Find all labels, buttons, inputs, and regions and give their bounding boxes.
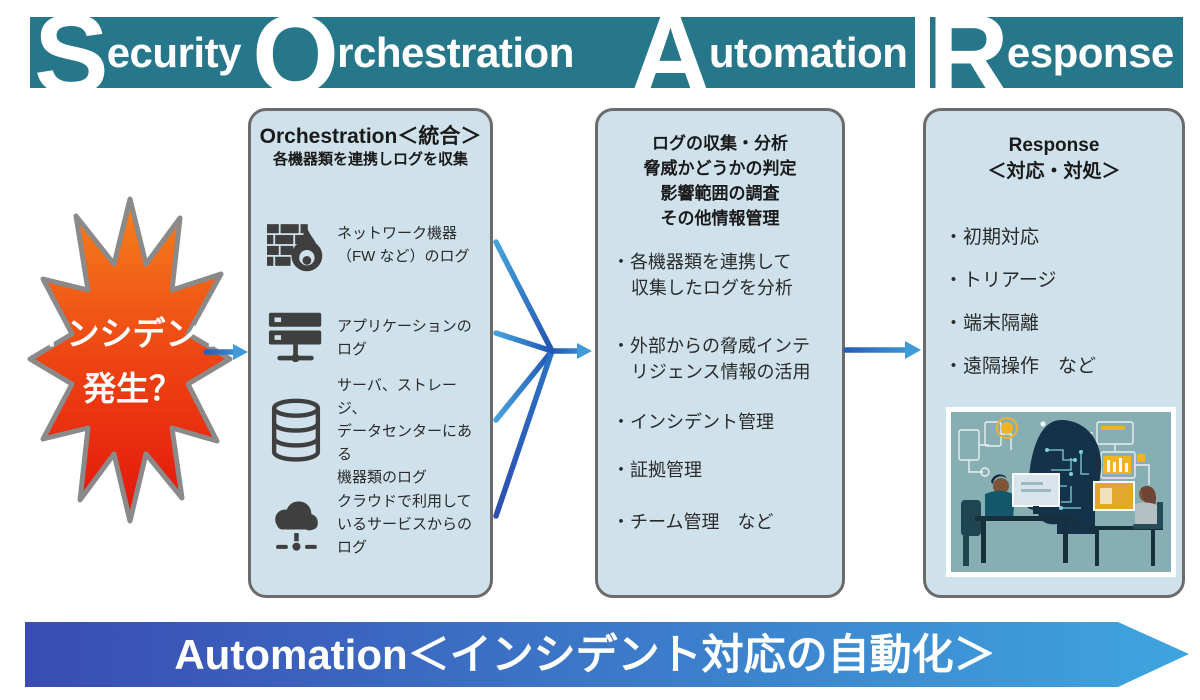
left-analyst bbox=[961, 473, 1075, 566]
orchestration-panel: Orchestration＜統合＞ 各機器類を連携しログを収集 bbox=[248, 108, 493, 598]
banner-initial: O bbox=[252, 0, 340, 117]
orchestration-subtitle: 各機器類を連携しログを収集 bbox=[272, 151, 468, 168]
incident-burst-label: インシデント 発生？ bbox=[33, 315, 232, 407]
log-source-label: サーバ、ストレージ、 データセンターにある 機器類のログ bbox=[337, 376, 473, 486]
top-banner-right-segment bbox=[930, 17, 1183, 88]
top-banner-left-segment bbox=[30, 17, 915, 88]
analysis-header-line: 影響範囲の調査 bbox=[660, 184, 780, 203]
fan-line-3 bbox=[493, 348, 555, 423]
ai-analysts-illustration bbox=[946, 407, 1176, 577]
banner-word-rest: esponse bbox=[1006, 28, 1174, 76]
analysis-panel: ログの収集・分析 脅威かどうかの判定 影響範囲の調査 その他情報管理 ・各機器類… bbox=[595, 108, 845, 598]
response-title: Response ＜対応・対処＞ bbox=[987, 135, 1121, 182]
analysis-bullet: ・外部からの脅威インテ リジェンス情報の活用 bbox=[612, 336, 811, 382]
fan-line-1 bbox=[493, 239, 555, 354]
banner-word-rest: utomation bbox=[708, 28, 908, 76]
response-bullet: ・トリアージ bbox=[944, 270, 1057, 291]
banner-initial: R bbox=[928, 0, 1009, 117]
log-source-application: アプリケーションの ログ bbox=[267, 299, 484, 377]
analysis-header: ログの収集・分析 脅威かどうかの判定 影響範囲の調査 その他情報管理 bbox=[598, 111, 842, 231]
server-icon bbox=[267, 307, 325, 369]
flowchart-decoration bbox=[958, 421, 1150, 485]
analysis-header-line: その他情報管理 bbox=[660, 209, 780, 228]
fan-line-4 bbox=[493, 348, 555, 519]
analysis-bullet-list: ・各機器類を連携して 収集したログを分析 ・外部からの脅威インテ リジェンス情報… bbox=[598, 231, 842, 535]
orchestration-title: Orchestration＜統合＞ bbox=[259, 125, 482, 148]
automation-banner-label: Automation＜インシデント対応の自動化＞ bbox=[174, 631, 996, 678]
fan-line-2 bbox=[493, 330, 555, 354]
response-bullet: ・遠隔操作 など bbox=[944, 356, 1097, 377]
banner-word-rest: rchestration bbox=[337, 28, 574, 76]
firewall-icon bbox=[267, 212, 325, 278]
banner-initial: S bbox=[34, 0, 109, 117]
log-source-datacenter: サーバ、ストレージ、 データセンターにある 機器類のログ bbox=[267, 377, 484, 486]
banner-word-rest: ecurity bbox=[106, 28, 242, 76]
analysis-bullet: ・各機器類を連携して 収集したログを分析 bbox=[612, 252, 793, 298]
cloud-icon bbox=[267, 492, 325, 556]
log-source-label: ネットワーク機器 （FW など）のログ bbox=[337, 225, 470, 265]
response-bullet-list: ・初期対応 ・トリアージ ・端末隔離 ・遠隔操作 など bbox=[926, 225, 1182, 380]
right-analyst bbox=[1073, 481, 1163, 566]
starburst-polygon bbox=[27, 196, 233, 524]
analysis-header-line: ログの収集・分析 bbox=[652, 134, 788, 153]
log-source-label: クラウドで利用して いるサービスからの ログ bbox=[337, 492, 473, 556]
response-bullet: ・端末隔離 bbox=[944, 313, 1040, 334]
database-icon bbox=[267, 396, 325, 466]
analysis-bullet: ・証拠管理 bbox=[612, 460, 702, 480]
log-source-network: ネットワーク機器 （FW など）のログ bbox=[267, 201, 484, 289]
analysis-bullet: ・インシデント管理 bbox=[612, 412, 774, 432]
banner-initial: A bbox=[630, 0, 711, 117]
log-source-label: アプリケーションの ログ bbox=[337, 318, 472, 358]
incident-starburst-shape bbox=[27, 196, 233, 524]
analysis-header-line: 脅威かどうかの判定 bbox=[643, 159, 797, 178]
response-bullet: ・初期対応 bbox=[944, 227, 1040, 248]
response-panel: Response ＜対応・対処＞ ・初期対応 ・トリアージ ・端末隔離 ・遠隔操… bbox=[923, 108, 1185, 598]
log-source-cloud: クラウドで利用して いるサービスからの ログ bbox=[267, 481, 484, 567]
analysis-bullet: ・チーム管理 など bbox=[612, 512, 774, 532]
